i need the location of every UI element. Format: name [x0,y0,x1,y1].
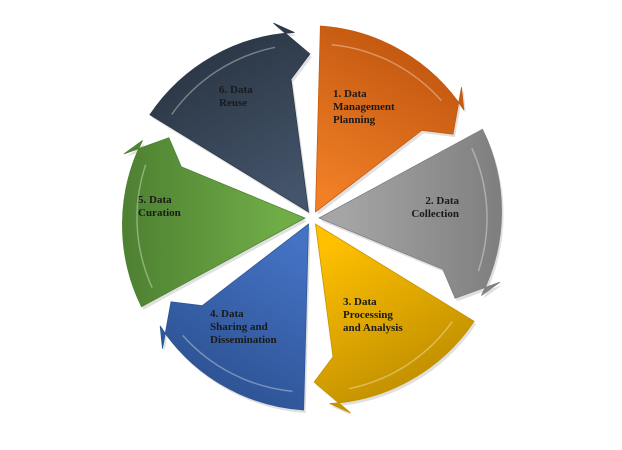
cycle-segment-1 [315,25,465,213]
segment-label-line: 3. Data [343,296,377,308]
cycle-segment-2 [318,128,502,299]
segment-rim-highlight [331,43,442,102]
segment-label-line: 6. Data [219,84,253,96]
cycle-segment-3 [313,223,475,414]
segment-label-line: 5. Data [138,194,172,206]
segment-label-line: and Analysis [343,322,403,334]
segment-rim-highlight [136,164,153,288]
cycle-segment-6 [149,22,311,213]
cycle-segment-4 [159,223,309,411]
segment-rim-highlight [182,334,293,393]
cycle-segment-5 [122,137,306,308]
segment-label-line: 1. Data [333,88,367,100]
segment-label-line: Sharing and [210,321,268,333]
segment-rim-highlight [171,46,276,115]
segment-label-line: Curation [138,207,181,219]
segment-label-line: Planning [333,114,376,126]
segment-rim-highlight [471,148,488,272]
segment-label-line: Collection [411,208,459,220]
segment-label-line: Management [333,101,395,113]
segment-rim-highlight [348,321,453,390]
segment-label-line: 4. Data [210,308,244,320]
segments-group [122,22,502,414]
segment-label-line: 2. Data [425,195,459,207]
segment-label-line: Processing [343,309,393,321]
segment-label-line: Dissemination [210,334,277,346]
segment-label-line: Reuse [219,97,247,109]
